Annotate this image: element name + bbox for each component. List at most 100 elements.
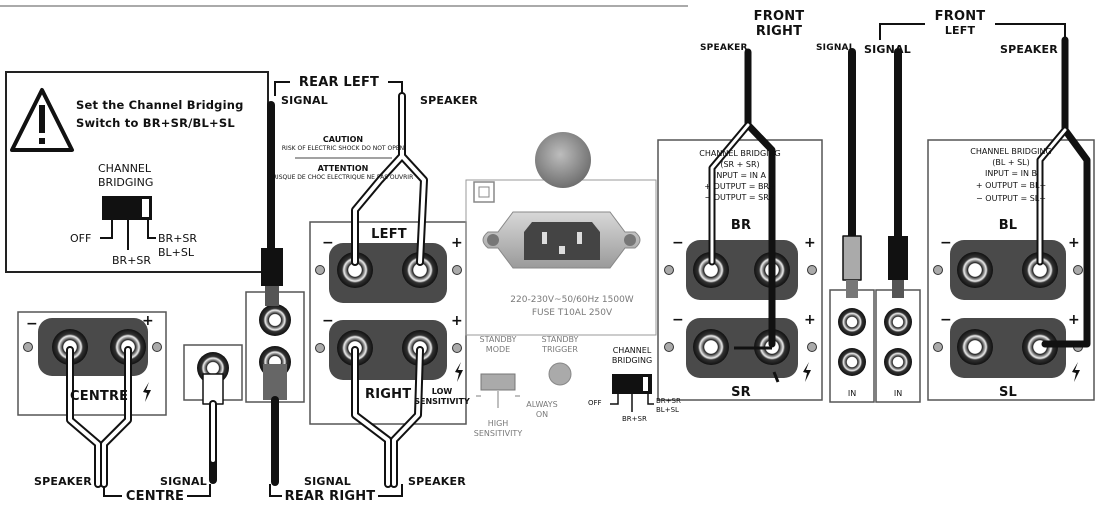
caution-title: CAUTION — [322, 135, 364, 144]
cables — [66, 36, 1091, 488]
sl-minus-terminal — [957, 329, 993, 365]
rear-right-signal-label: SIGNAL — [304, 475, 351, 488]
centre-terminal-label: CENTRE — [70, 389, 129, 404]
left-plus-terminal — [402, 252, 438, 288]
sr-bridging-line-1: CHANNEL BRIDGING — [699, 149, 781, 158]
bl-bridging-line-1: CHANNEL BRIDGING — [970, 147, 1052, 156]
bl-terminal-label: BL — [998, 218, 1018, 233]
group-front-left-2: LEFT — [944, 24, 976, 37]
centre-minus-sign: − — [26, 316, 38, 332]
bridging-both-2: BL+SL — [656, 406, 679, 414]
in-a-label: IN — [847, 389, 857, 398]
br-plus-sign: + — [804, 235, 816, 251]
front-right-speaker-label: SPEAKER — [700, 43, 748, 53]
bridging-title-2: BRIDGING — [611, 356, 653, 365]
standby-trigger-label-1: STANDBY — [541, 335, 579, 344]
left-terminal-label: LEFT — [371, 227, 407, 242]
front-left-speaker-label: SPEAKER — [1000, 43, 1058, 56]
in-b-jack — [884, 308, 912, 336]
bridging-both-1: BR+SR — [656, 397, 681, 405]
bl-bridging-line-3: INPUT = IN B — [984, 169, 1038, 178]
group-centre: CENTRE — [125, 489, 185, 504]
warning-triangle-icon — [10, 88, 74, 152]
left-minus-terminal — [337, 252, 373, 288]
always-on-1: ALWAYS — [526, 400, 558, 409]
bl-minus-sign: − — [940, 235, 952, 251]
rear-left-speaker-label: SPEAKER — [420, 94, 478, 107]
bridging-brsr: BR+SR — [622, 415, 647, 423]
standby-mode-label-2: MODE — [485, 345, 511, 354]
standby-mode-label-1: STANDBY — [479, 335, 517, 344]
centre-panel — [17, 311, 167, 416]
warning-switch-slider — [142, 199, 149, 217]
group-front-right-1: FRONT — [753, 9, 805, 24]
centre-speaker-label: SPEAKER — [34, 475, 92, 488]
warning-pos-off: OFF — [70, 232, 92, 245]
sl-terminal-label: SL — [998, 385, 1018, 400]
low-sensitivity-2: SENSITIVITY — [414, 397, 470, 406]
attention-title: ATTENTION — [317, 164, 369, 173]
group-rear-right: REAR RIGHT — [284, 489, 376, 504]
warning-line-2: Switch to BR+SR/BL+SL — [76, 116, 235, 130]
centre-plus-sign: + — [142, 313, 154, 329]
warning-switch-title-2: BRIDGING — [98, 176, 154, 189]
always-on-2: ON — [535, 410, 549, 419]
warning-pos-brsr-blsl-2: BL+SL — [158, 246, 195, 259]
sr-minus-terminal — [693, 329, 729, 365]
low-sensitivity-1: LOW — [431, 387, 453, 396]
warning-switch-title-1: CHANNEL — [98, 162, 152, 175]
fan-dome-icon — [535, 132, 591, 188]
high-sensitivity-2: SENSITIVITY — [473, 429, 523, 438]
caution-sub: RISK OF ELECTRIC SHOCK DO NOT OPEN — [281, 145, 405, 152]
power-rating: 220-230V~50/60Hz 1500W — [510, 295, 634, 305]
right-minus-sign: − — [322, 313, 334, 329]
bl-sl-panel — [927, 139, 1095, 401]
warning-line-1: Set the Channel Bridging — [76, 98, 244, 112]
bridging-title-1: CHANNEL — [612, 346, 652, 355]
sl-plus-sign: + — [1068, 312, 1080, 328]
rear-right-speaker-label: SPEAKER — [408, 475, 466, 488]
sr-bridging-line-5: − OUTPUT = SR+ — [704, 193, 776, 202]
high-sensitivity-1: HIGH — [487, 419, 509, 428]
sr-minus-sign: − — [672, 312, 684, 328]
br-terminal-label: BR — [730, 218, 752, 233]
right-plus-sign: + — [451, 313, 463, 329]
group-front-right-2: RIGHT — [755, 24, 803, 39]
standby-trigger-label-2: TRIGGER — [542, 345, 578, 354]
power-section — [465, 132, 657, 336]
power-inlet-icon — [524, 222, 600, 260]
bl-plus-sign: + — [1068, 235, 1080, 251]
right-terminal-label: RIGHT — [365, 387, 412, 402]
rear-left-signal-jack — [259, 304, 291, 336]
br-sr-panel — [657, 139, 823, 401]
fuse-rating: FUSE T10AL 250V — [531, 308, 613, 318]
warning-box — [5, 71, 269, 273]
bl-plus-terminal — [1022, 252, 1058, 288]
sr-terminal-label: SR — [731, 385, 751, 400]
bl-bridging-line-4: + OUTPUT = BL+ — [975, 181, 1047, 190]
left-minus-sign: − — [322, 235, 334, 251]
bl-bridging-line-2: (BL + SL) — [992, 158, 1030, 167]
standby-trigger-jack — [548, 362, 572, 386]
sr-plus-sign: + — [804, 312, 816, 328]
in-b-label: IN — [893, 389, 903, 398]
attention-sub: RISQUE DE CHOC ELECTRIQUE NE PAS OUVRIR — [272, 174, 414, 181]
br-minus-sign: − — [672, 235, 684, 251]
front-right-signal-label: SIGNAL — [816, 43, 855, 53]
front-left-signal-label: SIGNAL — [864, 43, 911, 56]
in-a-jack — [838, 308, 866, 336]
input-jacks — [829, 289, 921, 403]
bl-bridging-line-5: − OUTPUT = SL+ — [976, 194, 1046, 203]
bl-minus-terminal — [957, 252, 993, 288]
sl-plus-terminal — [1022, 329, 1058, 365]
warning-pos-brsr: BR+SR — [112, 254, 152, 267]
standby-mode-switch — [480, 373, 516, 391]
sr-bridging-line-4: + OUTPUT = BR+ — [704, 182, 776, 191]
sr-bridging-line-3: INPUT = IN A — [713, 171, 767, 180]
rear-left-signal-label: SIGNAL — [281, 94, 328, 107]
bridging-off: OFF — [588, 399, 602, 407]
group-rear-left: REAR LEFT — [298, 75, 380, 90]
br-minus-terminal — [693, 252, 729, 288]
warning-pos-brsr-blsl-1: BR+SR — [158, 232, 198, 245]
